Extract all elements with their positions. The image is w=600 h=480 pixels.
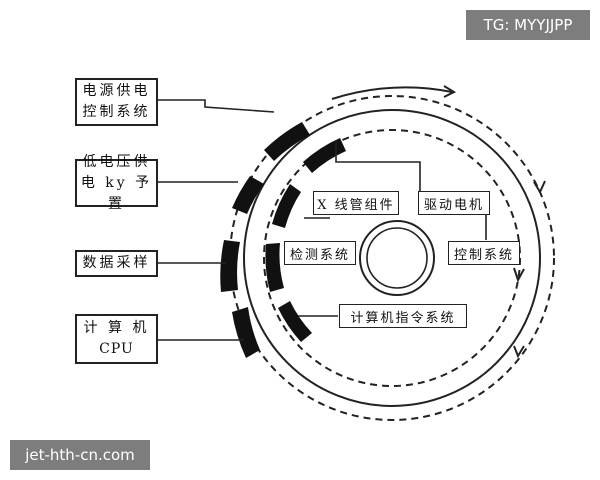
box-label: 计算机指令系统	[350, 310, 456, 326]
slip-ring-segment	[264, 122, 310, 161]
connector-power	[158, 99, 275, 113]
detection-system-box: 检测系统	[284, 241, 356, 265]
box-text-line: 低电压供	[82, 153, 151, 170]
slip-ring-segment	[220, 240, 240, 292]
box-label: 检测系统	[289, 247, 350, 263]
box-text-line: CPU	[99, 341, 134, 357]
slip-ring-segment	[303, 138, 346, 173]
slip-ring-segment	[232, 176, 264, 214]
watermark-bottom: jet-hth-cn.com	[10, 440, 150, 470]
box-text-line: 控制系统	[82, 104, 151, 120]
box-text-line: 计 算 机	[83, 320, 150, 336]
gantry-ring	[243, 109, 541, 407]
box-text-line: 数据采样	[82, 255, 151, 271]
outer-ring-arrowhead	[533, 180, 546, 195]
xray-tube-assembly-box: X 线管组件	[313, 191, 399, 215]
connector-drive	[335, 140, 421, 192]
box-label: 控制系统	[453, 247, 514, 263]
watermark-top: TG: MYYJJPP	[466, 10, 590, 40]
slip-ring-segment	[265, 243, 284, 292]
rotation-arrow-top	[331, 86, 453, 100]
power-supply-control-box: 电源供电 控制系统	[75, 78, 158, 126]
left-connectors	[158, 99, 487, 341]
outer-slip-ring-segments	[220, 122, 310, 358]
aperture-inner	[366, 227, 428, 289]
box-label: 驱动电机	[423, 197, 484, 213]
box-label: X 线管组件	[317, 197, 395, 213]
low-voltage-preset-box: 低电压供 电 ky 予置	[75, 154, 158, 212]
control-system-box: 控制系统	[448, 241, 520, 265]
aperture-outer	[359, 220, 435, 296]
slip-ring-segment	[272, 184, 301, 228]
inner-dashed-ring	[263, 129, 521, 387]
computer-cpu-box: 计 算 机 CPU	[75, 314, 158, 364]
drive-motor-box: 驱动电机	[418, 191, 490, 215]
slip-ring-segment	[232, 307, 260, 358]
data-sampling-box: 数据采样	[75, 250, 158, 277]
box-text-line: 电 ky 予置	[80, 174, 153, 212]
watermark-text: TG: MYYJJPP	[483, 16, 573, 34]
inner-slip-ring-segments	[265, 138, 346, 342]
box-text-line: 电源供电	[82, 83, 151, 99]
computer-command-system-box: 计算机指令系统	[339, 304, 467, 328]
inner-ring-arrowhead-right	[513, 267, 525, 283]
rotation-arrowhead-top	[443, 85, 457, 98]
watermark-text: jet-hth-cn.com	[25, 446, 135, 464]
inner-ring-arrowhead-lower	[513, 345, 525, 359]
slip-ring-segment	[278, 301, 312, 342]
